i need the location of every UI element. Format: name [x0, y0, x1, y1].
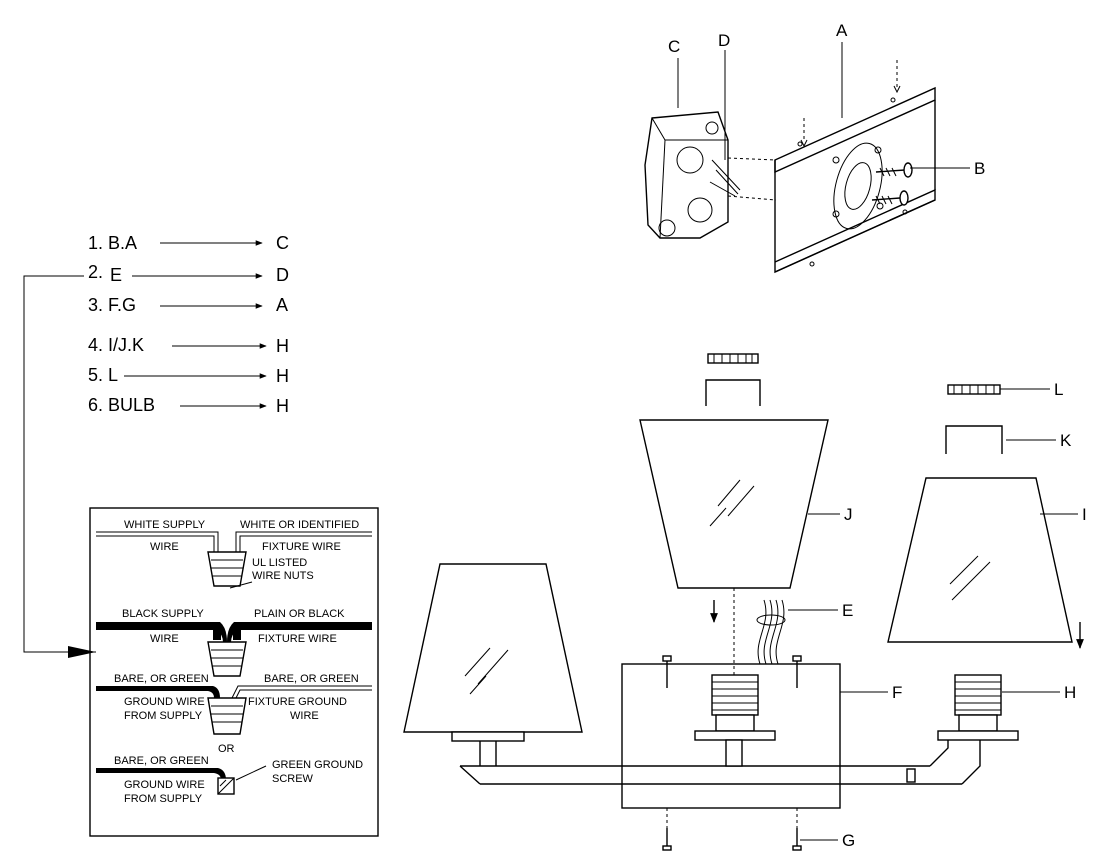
- pointer-arrow-icon: [68, 646, 96, 658]
- center-reducer-ring: [705, 379, 761, 406]
- leader-lines: [677, 42, 1078, 841]
- left-shade: [403, 563, 583, 742]
- step-1: 1. B.A C: [88, 233, 289, 253]
- mounting-guide-lines: [727, 60, 901, 201]
- label-i: I: [1082, 505, 1087, 524]
- step-6: 6. BULB H: [88, 395, 289, 416]
- step-5: 5. L H: [88, 365, 289, 386]
- step-to: A: [276, 295, 288, 315]
- right-socket: [937, 674, 1019, 741]
- wire-nuts-label: UL LISTED: [252, 557, 307, 569]
- right-finial: [947, 384, 1001, 395]
- label-d: D: [718, 31, 730, 50]
- white-supply-label-2: WIRE: [150, 541, 179, 553]
- step-from: BULB: [108, 395, 155, 415]
- ground-screw-connection: BARE, OR GREEN GROUND WIRE FROM SUPPLY G…: [96, 755, 363, 805]
- label-k: K: [1060, 431, 1072, 450]
- step-from: L: [108, 365, 118, 385]
- white-wire-connection: WHITE SUPPLY WIRE WHITE OR IDENTIFIED FI…: [96, 519, 372, 589]
- step-from: I/J.K: [108, 335, 144, 355]
- steps-list: 1. B.A C 2. E D 3. F.G A 4. I/J.K H 5. L: [88, 233, 289, 416]
- black-wire-connection: BLACK SUPPLY WIRE PLAIN OR BLACK FIXTURE…: [96, 608, 372, 677]
- ground-fixture-label-3: WIRE: [290, 710, 319, 722]
- step-to: D: [276, 265, 289, 285]
- black-fixture-label-2: FIXTURE WIRE: [258, 633, 337, 645]
- label-b: B: [974, 159, 985, 178]
- step-number: 5.: [88, 365, 103, 385]
- black-supply-label-2: WIRE: [150, 633, 179, 645]
- step-to: C: [276, 233, 289, 253]
- right-reducer-ring: [945, 425, 1003, 454]
- mounting-screws: [871, 162, 913, 206]
- or-label: OR: [218, 743, 235, 755]
- screw-supply-label-2: GROUND WIRE: [124, 779, 205, 791]
- wire-nuts-label-2: WIRE NUTS: [252, 570, 314, 582]
- step-number: 6.: [88, 395, 103, 415]
- step-to: H: [276, 336, 289, 356]
- center-finial: [707, 353, 759, 364]
- step-number: 3.: [88, 295, 103, 315]
- label-c: C: [668, 37, 680, 56]
- fixture-guide-lines: [666, 588, 1084, 828]
- label-g: G: [842, 831, 855, 850]
- step-from: B.A: [108, 233, 137, 253]
- black-fixture-label: PLAIN OR BLACK: [254, 608, 345, 620]
- label-e: E: [842, 601, 853, 620]
- step-to: H: [276, 366, 289, 386]
- step-number: 4.: [88, 335, 103, 355]
- ground-fixture-label-2: FIXTURE GROUND: [248, 696, 347, 708]
- step-number: 1.: [88, 233, 103, 253]
- ground-wire-connection: BARE, OR GREEN GROUND WIRE FROM SUPPLY B…: [96, 673, 372, 735]
- fixture-wires: [756, 599, 786, 665]
- ground-screw-label: GREEN GROUND: [272, 759, 363, 771]
- step-3: 3. F.G A: [88, 295, 288, 315]
- screw-supply-label: BARE, OR GREEN: [114, 755, 209, 767]
- right-shade: [887, 477, 1073, 643]
- label-l: L: [1054, 380, 1063, 399]
- ground-screw-label-2: SCREW: [272, 773, 314, 785]
- wiring-inset: WHITE SUPPLY WIRE WHITE OR IDENTIFIED FI…: [89, 507, 379, 837]
- white-fixture-label: WHITE OR IDENTIFIED: [240, 519, 359, 531]
- label-a: A: [836, 21, 848, 40]
- screw-supply-label-3: FROM SUPPLY: [124, 793, 203, 805]
- center-socket: [694, 674, 776, 767]
- step-4: 4. I/J.K H: [88, 335, 289, 356]
- mounting-plate: [774, 86, 936, 274]
- step-from: F.G: [108, 295, 136, 315]
- step-to: H: [276, 396, 289, 416]
- ground-supply-label-2: GROUND WIRE: [124, 696, 205, 708]
- step-from: E: [110, 265, 122, 285]
- ground-supply-label: BARE, OR GREEN: [114, 673, 209, 685]
- backplate: [621, 663, 841, 809]
- ground-supply-label-3: FROM SUPPLY: [124, 710, 203, 722]
- label-h: H: [1064, 683, 1076, 702]
- fixture-arm: [459, 740, 981, 785]
- white-fixture-label-2: FIXTURE WIRE: [262, 541, 341, 553]
- white-supply-label: WHITE SUPPLY: [124, 519, 206, 531]
- junction-box: [644, 111, 741, 239]
- step-number: 2.: [88, 262, 103, 282]
- black-supply-label: BLACK SUPPLY: [122, 608, 204, 620]
- ground-fixture-label: BARE, OR GREEN: [264, 673, 359, 685]
- center-shade: [639, 419, 829, 589]
- step-2-pointer: [23, 275, 96, 658]
- step-2: 2. E D: [88, 262, 289, 285]
- label-j: J: [844, 505, 853, 524]
- label-f: F: [892, 683, 902, 702]
